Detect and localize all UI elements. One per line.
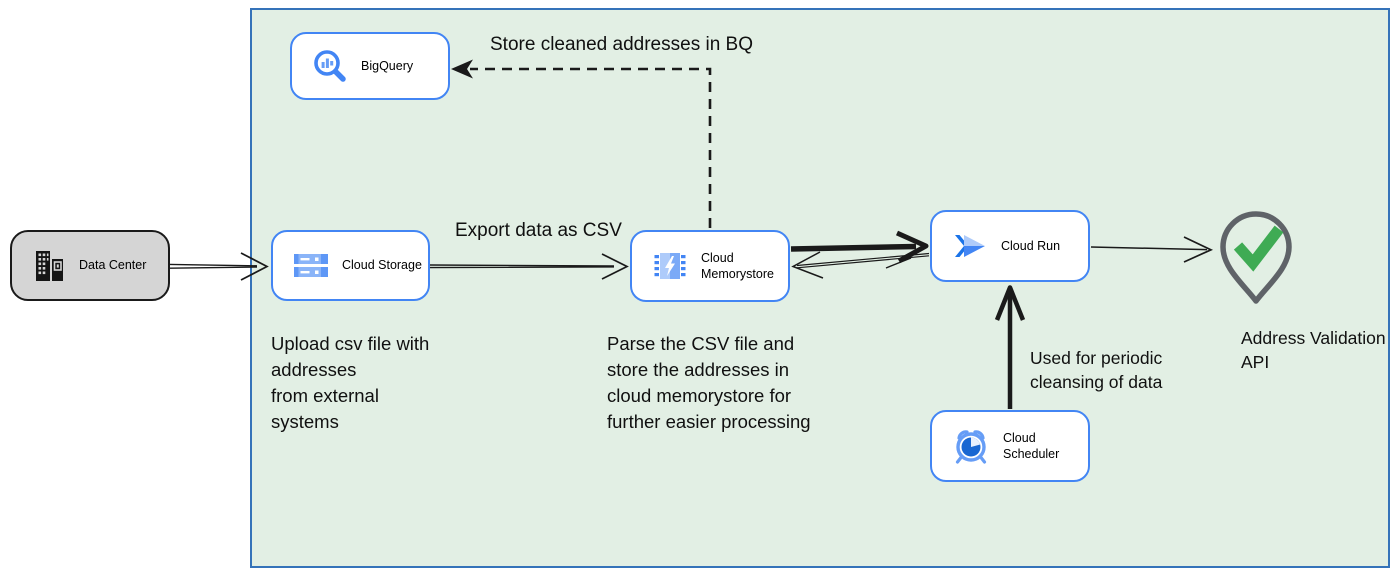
node-cloud-storage: Cloud Storage bbox=[271, 230, 430, 301]
node-cloud-memorystore: Cloud Memorystore bbox=[630, 230, 790, 302]
node-label: Cloud Scheduler bbox=[1003, 430, 1060, 461]
node-data-center: Data Center bbox=[10, 230, 170, 301]
cloud-storage-icon bbox=[294, 253, 328, 277]
annotation-upload-note: Upload csv file with addresses from exte… bbox=[271, 333, 430, 432]
node-label: Cloud Memorystore bbox=[701, 250, 774, 281]
scheduler-icon bbox=[955, 430, 987, 464]
annotation-parse-note: Parse the CSV file and store the address… bbox=[607, 333, 811, 432]
cloud-run-icon bbox=[955, 235, 985, 257]
node-label: Cloud Storage bbox=[342, 258, 422, 273]
label-address-validation-api: Address Validation API bbox=[1241, 328, 1386, 372]
memorystore-icon bbox=[654, 253, 686, 279]
gcp-boundary bbox=[250, 8, 1390, 568]
building-icon bbox=[36, 250, 63, 281]
annotation-store-bq: Store cleaned addresses in BQ bbox=[490, 34, 753, 55]
annotation-export-csv: Export data as CSV bbox=[455, 220, 622, 241]
node-cloud-scheduler: Cloud Scheduler bbox=[930, 410, 1090, 482]
node-label: Data Center bbox=[79, 258, 147, 273]
node-label: Cloud Run bbox=[1001, 238, 1061, 253]
annotation-periodic-note: Used for periodic cleansing of data bbox=[1030, 348, 1163, 392]
node-label: BigQuery bbox=[361, 58, 414, 73]
node-cloud-run: Cloud Run bbox=[930, 210, 1090, 282]
node-bigquery: BigQuery bbox=[290, 32, 450, 100]
bigquery-icon bbox=[314, 50, 346, 82]
